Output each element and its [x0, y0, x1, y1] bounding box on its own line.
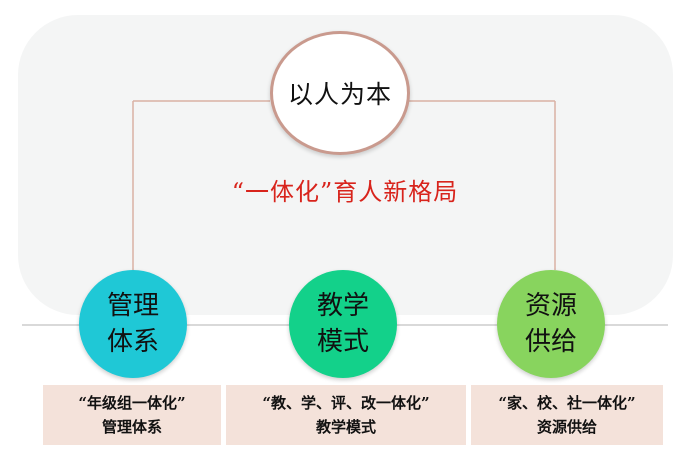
box-line-1: “家、校、社一体化” [498, 394, 636, 412]
box-line-2: 教学模式 [315, 418, 376, 436]
box-line-2: 资源供给 [536, 418, 597, 436]
box-line-1: “年级组一体化” [78, 394, 186, 412]
box-line-2: 管理体系 [101, 418, 162, 436]
node-label: 资源 供给 [524, 291, 577, 357]
description-box-teaching: “教、学、评、改一体化” 教学模式 [226, 385, 466, 445]
center-circle: 以人为本 [270, 31, 410, 155]
center-label: 以人为本 [287, 80, 392, 109]
description-box-management: “年级组一体化” 管理体系 [43, 385, 221, 445]
node-label: 教学 模式 [316, 291, 369, 357]
box-line-1: “教、学、评、改一体化” [262, 394, 430, 412]
node-label: 管理 体系 [106, 291, 159, 357]
node-teaching-mode: 教学 模式 [289, 270, 397, 378]
node-resource-supply: 资源 供给 [497, 270, 605, 378]
diagram-title: “一体化”育人新格局 [231, 178, 459, 206]
description-box-resources: “家、校、社一体化” 资源供给 [471, 385, 663, 445]
node-management-system: 管理 体系 [79, 270, 187, 378]
